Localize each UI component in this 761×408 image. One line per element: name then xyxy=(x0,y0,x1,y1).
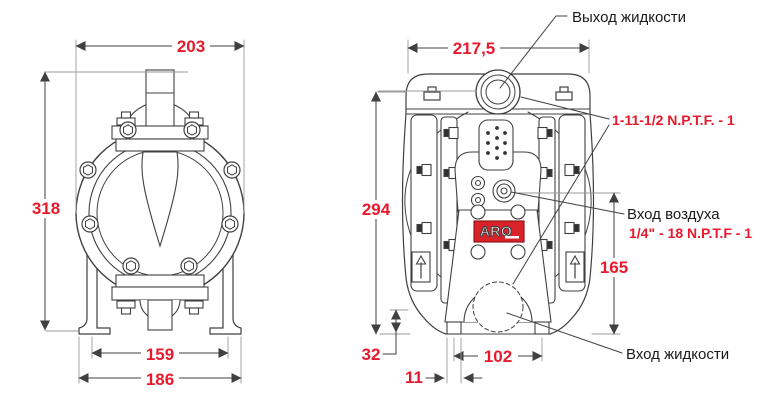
stand-hole xyxy=(470,204,486,220)
left-foot xyxy=(446,321,462,335)
diaphragm-profile xyxy=(141,151,179,248)
bottom-manifold xyxy=(111,274,209,331)
fluid-outlet-port xyxy=(475,69,521,115)
callout-outlet-thread: 1-11-1/2 N.P.T.F. - 1 xyxy=(512,96,735,285)
flange-stud xyxy=(116,300,136,315)
callout-fluid-outlet: Выход жидкости xyxy=(499,9,686,89)
fluid-outlet-label: Выход жидкости xyxy=(572,9,686,26)
dim-203: 203 xyxy=(177,37,205,56)
callout-air-inlet: Вход воздуха 1/4" - 18 N.P.T.F - 1 xyxy=(510,191,752,241)
top-manifold xyxy=(111,69,209,152)
outlet-thread-label: 1-11-1/2 N.P.T.F. - 1 xyxy=(612,112,735,128)
leader-line xyxy=(506,312,623,354)
bottom-pipe xyxy=(147,299,173,331)
dim-body-height: 294 xyxy=(356,91,411,335)
cap-stud xyxy=(559,86,569,93)
dim-overall-height: 318 xyxy=(27,71,189,332)
callout-fluid-inlet: Вход жидкости xyxy=(506,312,729,363)
flow-direction-arrow xyxy=(411,251,431,283)
cap-stud xyxy=(423,91,441,101)
front-view: ARO 217,5 294 165 xyxy=(356,9,752,387)
aro-logo-text: ARO xyxy=(480,223,513,239)
top-pipe xyxy=(145,69,175,129)
dim-159: 159 xyxy=(146,345,174,364)
dim-318: 318 xyxy=(32,199,60,218)
stand-hole xyxy=(510,244,526,260)
air-thread-label: 1/4" - 18 N.P.T.F - 1 xyxy=(629,225,752,241)
dim-102: 102 xyxy=(484,347,512,366)
fluid-inlet-port xyxy=(472,281,524,333)
leader-line xyxy=(510,191,625,215)
flow-direction-arrow xyxy=(565,251,585,283)
fluid-inlet-label: Вход жидкости xyxy=(626,346,729,363)
dim-base-width: 186 xyxy=(78,336,242,389)
dim-165: 165 xyxy=(600,258,628,277)
dim-217-5: 217,5 xyxy=(453,39,496,58)
dim-foot-span: 102 xyxy=(453,337,543,366)
side-view: 203 318 159 186 xyxy=(27,37,245,389)
dim-186: 186 xyxy=(146,370,174,389)
dim-ring-diameter: 203 xyxy=(75,37,245,214)
bottom-flange xyxy=(111,286,209,301)
flange-stud xyxy=(184,300,204,315)
leader-line xyxy=(499,15,568,89)
dim-32: 32 xyxy=(362,345,381,364)
dim-base-height: 32 xyxy=(362,309,409,364)
dim-11: 11 xyxy=(405,368,423,387)
air-inlet-fitting xyxy=(470,175,516,208)
dim-foot-width: 11 xyxy=(405,337,483,387)
side-view-legs xyxy=(78,250,242,335)
aro-logo: ARO xyxy=(473,220,525,243)
dim-foot-inner-span: 159 xyxy=(91,336,229,364)
stand-hole xyxy=(510,204,526,220)
cap-stud xyxy=(427,86,437,93)
leader-line xyxy=(512,124,610,285)
air-inlet-label: Вход воздуха xyxy=(627,206,720,223)
muffler-holes xyxy=(486,126,507,160)
cap-stud xyxy=(555,91,573,101)
air-motor-section: ARO xyxy=(444,119,552,335)
dim-air-inlet-height: 165 xyxy=(515,192,634,335)
stand-hole xyxy=(470,244,486,260)
aro-logo-tagline xyxy=(505,236,519,239)
leader-line xyxy=(520,96,610,120)
dim-overall-width: 217,5 xyxy=(407,39,590,74)
dim-294: 294 xyxy=(362,200,391,219)
